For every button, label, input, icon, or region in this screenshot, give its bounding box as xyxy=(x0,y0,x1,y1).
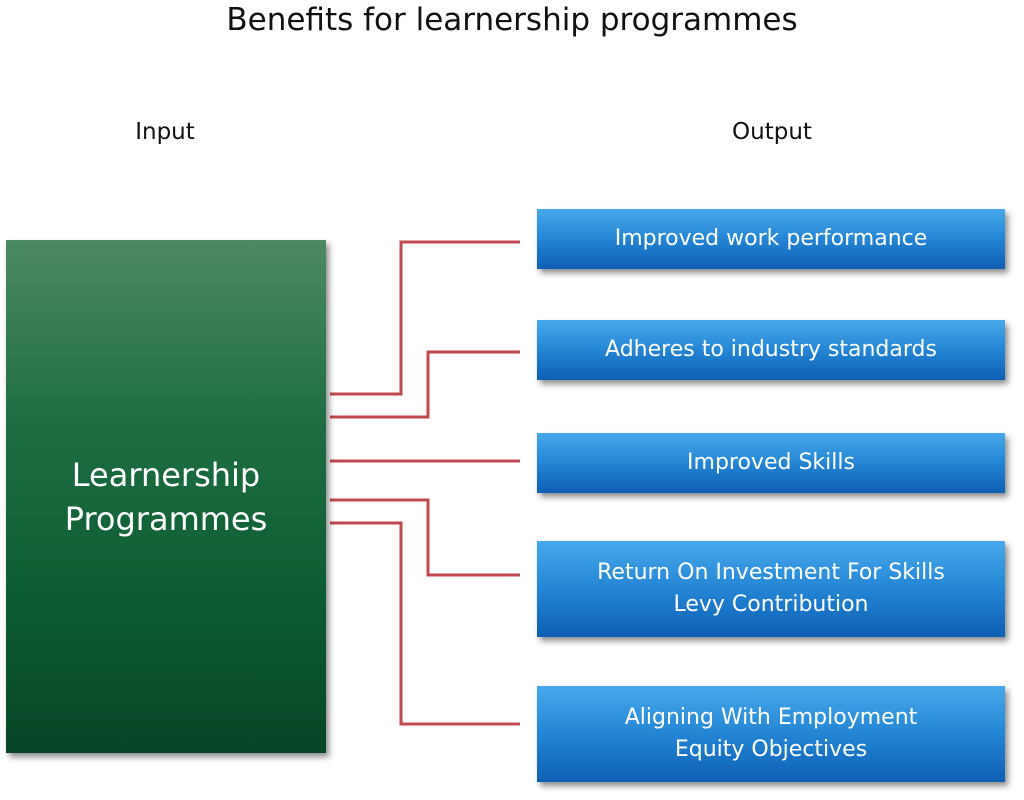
input-column-label: Input xyxy=(135,119,195,145)
output-label-line-1: Return On Investment For Skills xyxy=(597,560,945,585)
diagram-title: Benefits for learnership programmes xyxy=(226,2,798,38)
source-label-line-2: Programmes xyxy=(64,499,268,538)
output-label-line-2: Levy Contribution xyxy=(673,592,869,617)
source-label-line-1: Learnership xyxy=(71,455,261,494)
output-label-line-2: Equity Objectives xyxy=(674,737,868,762)
connector-line-2 xyxy=(330,350,520,419)
output-box-improved-skills: Improved Skills xyxy=(537,433,1005,493)
output-label: Improved Skills xyxy=(687,450,855,475)
output-label: Improved work performance xyxy=(614,226,928,251)
output-label: Adheres to industry standards xyxy=(605,337,937,362)
output-label-line-1: Aligning With Employment xyxy=(624,705,918,730)
output-box-improved-work-performance: Improved work performance xyxy=(537,209,1005,269)
connector-line-4 xyxy=(330,498,520,577)
learnership-programmes-box: Learnership Programmes xyxy=(6,240,326,753)
output-column-label: Output xyxy=(732,119,812,145)
output-box-industry-standards: Adheres to industry standards xyxy=(537,320,1005,380)
output-box-return-on-investment: Return On Investment For Skills Levy Con… xyxy=(537,541,1005,637)
output-box-employment-equity: Aligning With Employment Equity Objectiv… xyxy=(537,686,1005,782)
connector-line-5 xyxy=(330,521,520,726)
connector-line-1 xyxy=(330,240,520,396)
